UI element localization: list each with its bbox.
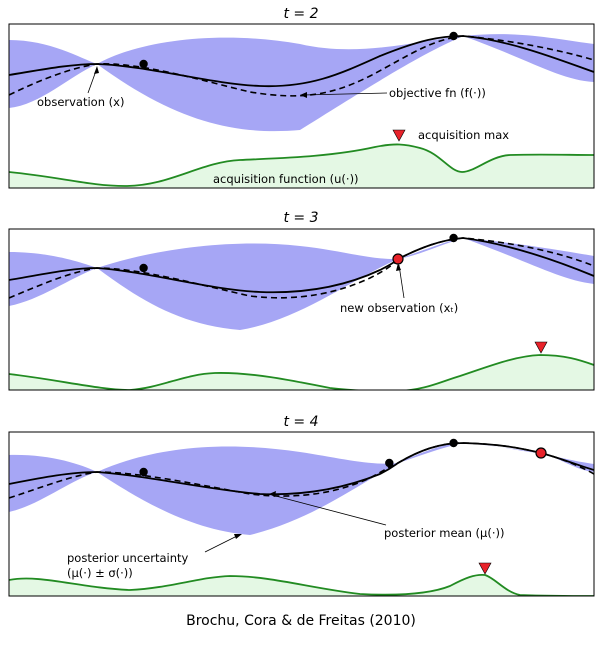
uncertainty-band xyxy=(9,34,594,132)
observation-point xyxy=(449,438,458,448)
panel-frame xyxy=(8,431,595,597)
observation-point xyxy=(449,31,458,41)
objective-fn-label: objective fn (f(·)) xyxy=(389,86,486,100)
new-observation-label: new observation (xₜ) xyxy=(340,301,458,315)
posterior-uncertainty-arrowhead xyxy=(234,534,242,539)
posterior-mean xyxy=(9,35,594,88)
acquisition-max-label: acquisition max xyxy=(418,128,509,142)
observation-points xyxy=(139,233,458,273)
acquisition-function xyxy=(9,143,594,187)
observation-points xyxy=(139,31,458,69)
acquisition-max-marker xyxy=(392,129,406,142)
observation-arrowhead xyxy=(94,66,99,74)
acquisition-function xyxy=(9,573,594,596)
new-observation-point xyxy=(392,253,404,265)
panel-title: t = 3 xyxy=(283,210,318,226)
panel-t2: t = 2 observation (x) objective fn (f(·)… xyxy=(8,6,595,189)
acquisition-function-label: acquisition function (u(·)) xyxy=(213,172,359,186)
acquisition-max-marker xyxy=(534,341,548,354)
observation-point xyxy=(139,263,148,273)
posterior-uncertainty-arrow xyxy=(204,534,240,553)
panel-t3: t = 3 new observation (xₜ) xyxy=(8,210,595,391)
objective-arrowhead xyxy=(300,92,307,98)
panel-frame xyxy=(8,228,595,391)
uncertainty-band xyxy=(9,238,594,330)
posterior-uncertainty-label: posterior uncertainty xyxy=(67,551,189,565)
observation-point xyxy=(139,59,148,69)
acquisition-max-marker xyxy=(478,562,492,575)
posterior-mean-arrowhead xyxy=(269,491,276,497)
posterior-uncertainty-formula: (μ(·) ± σ(·)) xyxy=(67,566,133,580)
new-observation-arrowhead xyxy=(396,263,401,271)
observation-points xyxy=(139,438,458,477)
posterior-mean-arrow xyxy=(271,494,387,526)
observation-point xyxy=(385,458,394,468)
uncertainty-band xyxy=(9,443,594,535)
objective-arrow xyxy=(302,92,388,96)
new-observation-point xyxy=(535,447,547,459)
posterior-mean-label: posterior mean (μ(·)) xyxy=(384,526,504,540)
panel-t4: t = 4 posterior mean (μ(·)) posterior un… xyxy=(8,414,595,597)
acquisition-area xyxy=(9,355,594,390)
citation: Brochu, Cora & de Freitas (2010) xyxy=(186,613,416,629)
panel-frame xyxy=(8,23,595,189)
posterior-mean xyxy=(9,237,594,294)
observation-label: observation (x) xyxy=(37,95,124,109)
panel-title: t = 2 xyxy=(283,6,318,22)
panel-title: t = 4 xyxy=(283,414,318,430)
posterior-mean xyxy=(9,442,594,496)
observation-point xyxy=(139,467,148,477)
observation-point xyxy=(449,233,458,243)
new-observation-arrow xyxy=(398,264,405,299)
acquisition-area xyxy=(9,144,594,188)
